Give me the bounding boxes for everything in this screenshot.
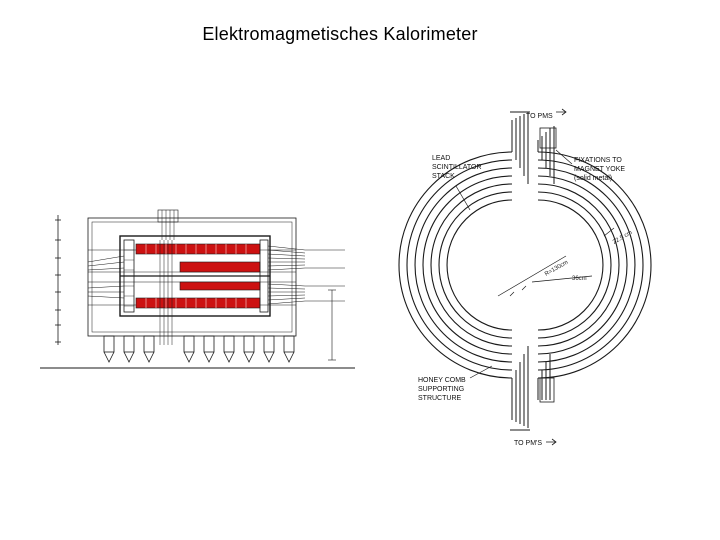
honeycomb-leader — [469, 365, 493, 379]
label-top-output: TO PMS — [526, 113, 553, 120]
label-dim-inner: 36cm — [572, 276, 587, 282]
label-lead-stack-2: SCINTILLATOR — [432, 164, 482, 171]
top-output-bundle-left — [510, 111, 530, 184]
upper-scintillator-block — [135, 243, 261, 255]
lead-stack-leader — [455, 185, 471, 211]
top-output-arrow — [556, 108, 567, 116]
inner-dimension-line — [531, 275, 593, 283]
label-dim-outer: 22.5 cm — [612, 230, 633, 246]
label-honeycomb-3: STRUCTURE — [418, 395, 461, 402]
label-dim-radius: R=130cm — [544, 260, 569, 278]
bottom-output-arrow — [546, 438, 557, 446]
ring-calorimeter-drawing — [398, 108, 652, 446]
label-bottom-output: TO PM'S — [514, 440, 542, 447]
label-honeycomb-1: HONEY COMB — [418, 377, 466, 384]
label-lead-stack-1: LEAD — [432, 155, 450, 162]
page-title: Elektromagmetisches Kalorimeter — [202, 24, 478, 44]
label-lead-stack-3: STACK — [432, 173, 455, 180]
fixations-leader — [555, 149, 573, 165]
top-fibre-bundle — [157, 209, 179, 240]
ring-right-half — [537, 151, 652, 379]
bottom-output-bundle-left — [510, 346, 530, 431]
ring-left-half — [398, 151, 513, 379]
left-light-guides — [87, 255, 125, 299]
calorimeter-section-drawing — [40, 209, 355, 369]
label-fixations-3: (solid metal) — [574, 175, 612, 182]
bottom-output-bundle-right — [537, 354, 555, 403]
left-scale — [55, 215, 61, 345]
support-columns — [103, 335, 295, 363]
lower-scintillator-block — [135, 297, 261, 309]
label-fixations-2: MAGNET YOKE — [574, 166, 625, 173]
radius-dimension-line — [497, 255, 567, 297]
label-fixations-1: FIXATIONS TO — [574, 157, 622, 164]
right-dimension — [305, 249, 345, 361]
label-honeycomb-2: SUPPORTING — [418, 386, 464, 393]
top-output-bundle-right — [537, 126, 557, 184]
right-light-guides — [267, 245, 306, 305]
